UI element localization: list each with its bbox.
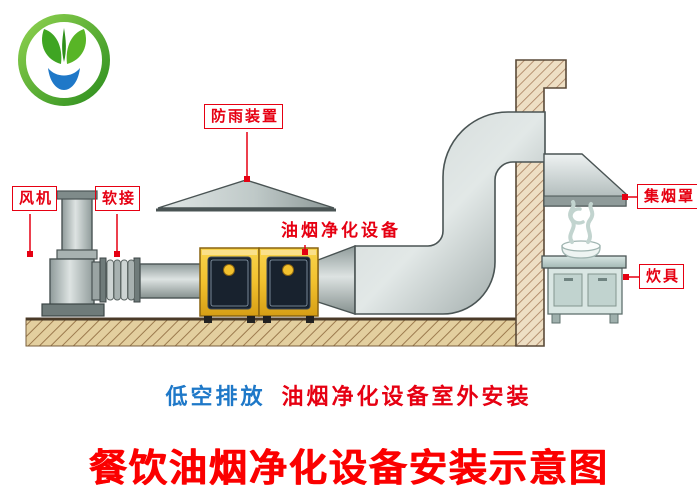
label-rain-cover: 防雨装置	[204, 104, 284, 129]
logo-water-icon	[48, 68, 80, 90]
logo-leaf-left	[41, 29, 62, 64]
leader-soft-connector	[114, 214, 120, 257]
ground	[25, 317, 519, 347]
subtitle-line: 低空排放油烟净化设备室外安装	[0, 379, 697, 411]
label-cookware: 炊具	[639, 264, 685, 289]
purifier-cabinet-2	[258, 247, 319, 323]
logo-leaf-right	[66, 29, 87, 64]
inlet-duct	[139, 263, 203, 299]
steam-icon	[568, 200, 595, 244]
duct-run	[317, 111, 546, 315]
leader-lines	[27, 132, 639, 280]
leader-purifier	[302, 245, 308, 255]
label-fan: 风机	[12, 186, 58, 211]
subtitle-rest: 油烟净化设备室外安装	[281, 384, 532, 409]
rain-cap-graphic	[156, 179, 336, 212]
subtitle-highlight: 低空排放	[165, 384, 266, 409]
fan-unit	[41, 190, 105, 317]
label-smoke-hood: 集烟罩	[637, 184, 697, 209]
label-soft-connector: 软接	[95, 186, 141, 211]
stove-graphic	[541, 200, 627, 324]
page-title: 餐饮油烟净化设备安装示意图	[88, 448, 609, 490]
leader-smoke-hood	[622, 194, 637, 200]
pot	[561, 240, 601, 259]
leader-fan	[27, 214, 33, 257]
label-purifier: 油烟净化设备	[281, 221, 401, 240]
logo-leaf-center	[62, 28, 66, 62]
leader-rain-cover	[244, 132, 250, 182]
soft-connector-graphic	[99, 257, 141, 303]
company-logo	[18, 14, 110, 106]
smoke-hood-graphic	[543, 153, 627, 207]
purifier-cabinet-1	[199, 247, 260, 323]
leader-cookware	[623, 274, 639, 280]
